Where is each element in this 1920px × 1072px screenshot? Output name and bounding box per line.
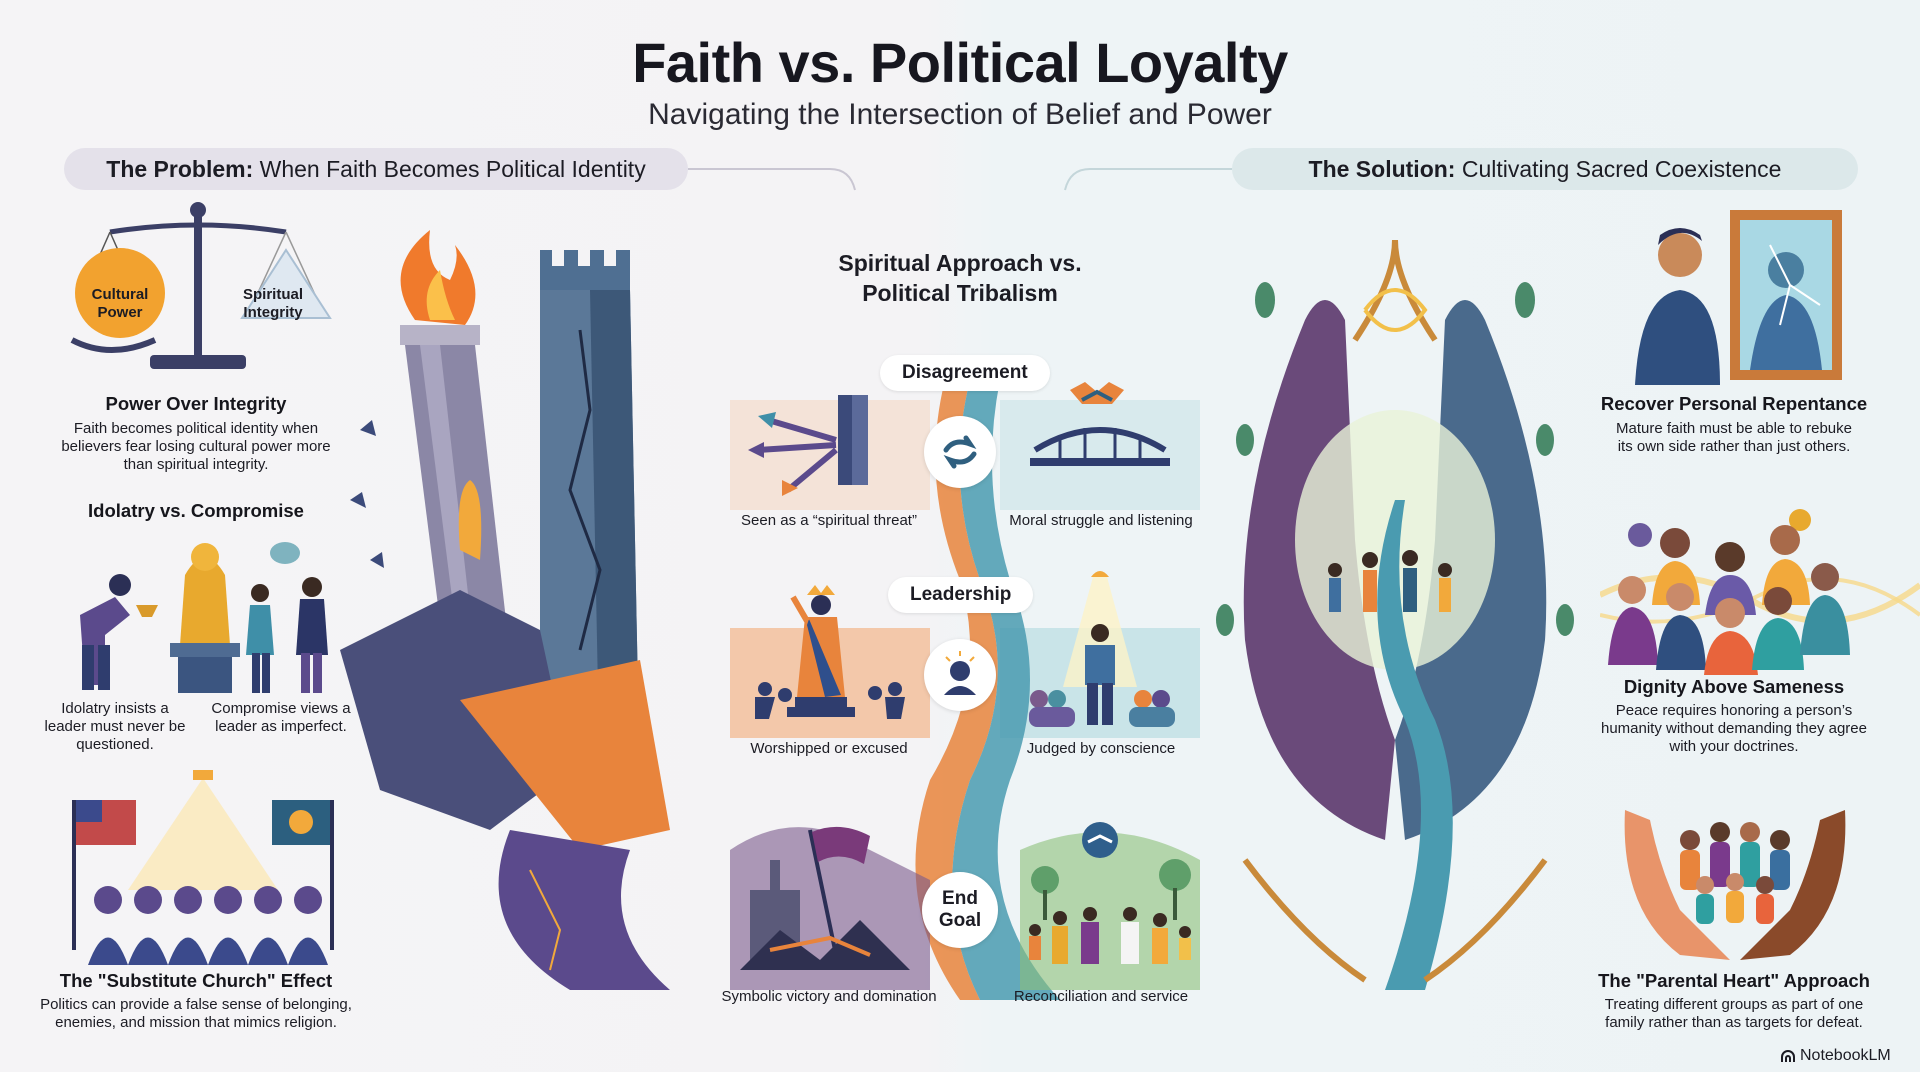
mirror-reflection-illustration bbox=[1635, 210, 1842, 385]
substitute-church-illustration bbox=[72, 770, 334, 965]
repentance-text: Mature faith must be able to rebuke its … bbox=[1616, 420, 1852, 455]
diverse-people-illustration bbox=[1600, 509, 1920, 675]
integrity-label: Integrity bbox=[243, 304, 303, 321]
disagreement-spiritual-caption: Moral struggle and listening bbox=[1009, 512, 1193, 529]
bridge-handshake-illustration bbox=[1030, 382, 1170, 466]
parental-heart-title: The "Parental Heart" Approach bbox=[1598, 970, 1870, 991]
end-goal-spiritual-caption: Reconciliation and service bbox=[1013, 988, 1189, 1005]
leadership-pill: Leadership bbox=[888, 577, 1034, 613]
center-title-line-1: Spiritual Approach vs. bbox=[838, 250, 1082, 276]
disagreement-pill: Disagreement bbox=[880, 355, 1050, 391]
idolatry-caption: Idolatry insists a leader must never be … bbox=[44, 700, 186, 753]
balance-scale-illustration bbox=[70, 202, 332, 369]
problem-banner: The Problem: When Faith Becomes Politica… bbox=[64, 148, 688, 190]
parental-hands-illustration bbox=[1624, 810, 1846, 960]
parental-heart-text: Treating different groups as part of one… bbox=[1604, 996, 1864, 1031]
notebooklm-logo-icon bbox=[1781, 1050, 1795, 1062]
solution-banner-bold: The Solution: bbox=[1308, 156, 1456, 182]
power-over-integrity-title: Power Over Integrity bbox=[105, 393, 287, 414]
idolatry-compromise-illustration bbox=[80, 542, 328, 693]
repentance-title: Recover Personal Repentance bbox=[1600, 393, 1868, 414]
page-subtitle: Navigating the Intersection of Belief an… bbox=[648, 98, 1272, 131]
leadership-spiritual-caption: Judged by conscience bbox=[1026, 740, 1176, 757]
notebooklm-label: NotebookLM bbox=[1800, 1047, 1891, 1064]
substitute-church-text: Politics can provide a false sense of be… bbox=[40, 996, 352, 1031]
center-title: Spiritual Approach vs. Political Tribalis… bbox=[780, 248, 1140, 308]
leader-head-icon bbox=[944, 651, 976, 695]
power-label: Power bbox=[97, 304, 143, 321]
ruins-flag-illustration bbox=[740, 826, 910, 970]
dignity-title: Dignity Above Sameness bbox=[1623, 676, 1845, 697]
solution-banner-text: Cultivating Sacred Coexistence bbox=[1455, 156, 1782, 182]
end-goal-line-1: End bbox=[942, 888, 978, 909]
leadership-icon-circle bbox=[924, 639, 996, 711]
reconciliation-community-illustration bbox=[1029, 822, 1191, 964]
idolatry-vs-compromise-title: Idolatry vs. Compromise bbox=[88, 500, 304, 521]
notebooklm-brand: NotebookLM bbox=[1780, 1047, 1891, 1065]
solution-banner: The Solution: Cultivating Sacred Coexist… bbox=[1232, 148, 1858, 190]
open-hands-tree-illustration bbox=[1216, 240, 1574, 990]
compromise-caption: Compromise views a leader as imperfect. bbox=[211, 700, 351, 735]
problem-banner-bold: The Problem: bbox=[106, 156, 254, 182]
conscience-figure-illustration bbox=[1029, 571, 1175, 727]
end-goal-political-caption: Symbolic victory and domination bbox=[721, 988, 937, 1005]
dignity-text: Peace requires honoring a person’s human… bbox=[1600, 702, 1867, 755]
spiritual-label: Spiritual bbox=[242, 286, 303, 303]
substitute-church-title: The "Substitute Church" Effect bbox=[59, 970, 333, 991]
power-over-integrity-text: Faith becomes political identity when be… bbox=[61, 420, 331, 473]
blocked-wall-arrows-illustration bbox=[748, 395, 868, 496]
worshipped-king-illustration bbox=[755, 585, 905, 719]
end-goal-line-2: Goal bbox=[938, 910, 982, 931]
problem-banner-text: When Faith Becomes Political Identity bbox=[253, 156, 646, 182]
crumbling-tower-illustration bbox=[340, 230, 670, 990]
cultural-label: Cultural bbox=[91, 286, 149, 303]
disagreement-icon-circle bbox=[924, 416, 996, 488]
exchange-arrows-icon bbox=[943, 435, 977, 469]
disagreement-political-caption: Seen as a “spiritual threat” bbox=[741, 512, 917, 529]
leadership-political-caption: Worshipped or excused bbox=[750, 740, 908, 757]
page-title: Faith vs. Political Loyalty bbox=[632, 31, 1288, 94]
center-title-line-2: Political Tribalism bbox=[862, 280, 1058, 306]
